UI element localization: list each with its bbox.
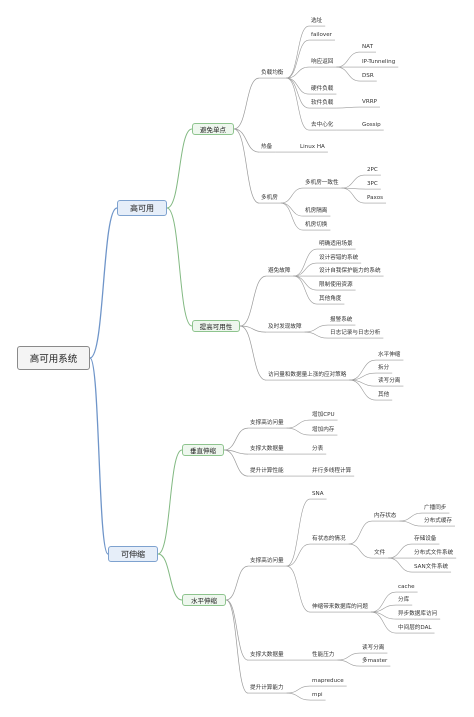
db-problem-label[interactable]: 伸缩带来数据库的问题 — [312, 604, 368, 610]
improve-availability-node[interactable]: 提高可用性 — [192, 320, 240, 332]
vertical-scaling-node[interactable]: 垂直伸缩 — [182, 444, 224, 456]
strategy-item-2[interactable]: 拆分 — [378, 365, 390, 371]
nat-label[interactable]: NAT — [362, 44, 373, 50]
scale-node[interactable]: 可伸缩 — [108, 546, 158, 562]
hardware-lb-label[interactable]: 硬件负载 — [311, 86, 334, 92]
linux-ha-label[interactable]: Linux HA — [300, 144, 325, 150]
multi-dc-consistency-label[interactable]: 多机房一致性 — [305, 180, 339, 186]
mapreduce-label[interactable]: mapreduce — [312, 678, 344, 684]
memory-state-label[interactable]: 内存状态 — [374, 513, 397, 519]
async-db-label[interactable]: 异步数据库访问 — [398, 611, 438, 617]
root-node[interactable]: 高可用系统 — [17, 346, 90, 370]
detect-fault-label[interactable]: 及时发现故障 — [268, 324, 302, 330]
v-compute-label[interactable]: 提升计算性能 — [250, 468, 284, 474]
v-access-label[interactable]: 支撑高访问量 — [250, 420, 284, 426]
avoid-fault-label[interactable]: 避免故障 — [268, 268, 291, 274]
h-compute-label[interactable]: 提升计算能力 — [250, 685, 284, 691]
avoid-single-point-node[interactable]: 避免单点 — [192, 123, 234, 135]
fault-item-4[interactable]: 限制使用资源 — [319, 282, 353, 288]
perf-pressure-label[interactable]: 性能压力 — [312, 652, 335, 658]
dc-switch-label[interactable]: 机房切换 — [305, 222, 328, 228]
dsr-label[interactable]: DSR — [362, 73, 374, 79]
parallel-label[interactable]: 并行多线程计算 — [312, 468, 352, 474]
cache-label[interactable]: cache — [398, 584, 415, 590]
distributed-cache-label[interactable]: 分布式缓存 — [424, 518, 452, 524]
ip-tunneling-label[interactable]: IP-Tunneling — [362, 59, 396, 65]
ha-node[interactable]: 高可用 — [117, 200, 167, 216]
add-memory-label[interactable]: 增加内存 — [312, 427, 335, 433]
failover-label[interactable]: failover — [311, 32, 332, 38]
alarm-system-label[interactable]: 报警系统 — [330, 317, 353, 323]
response-label[interactable]: 响应返回 — [311, 59, 334, 65]
select-label[interactable]: 选址 — [311, 18, 323, 24]
multi-dc-label[interactable]: 多机房 — [261, 195, 278, 201]
software-lb-label[interactable]: 软件负载 — [311, 100, 334, 106]
paxos-label[interactable]: Paxos — [367, 195, 384, 201]
sna-label[interactable]: SNA — [312, 491, 324, 497]
horizontal-scaling-node[interactable]: 水平伸缩 — [182, 594, 226, 606]
log-analysis-label[interactable]: 日志记录与日志分析 — [330, 330, 381, 336]
traffic-strategy-label[interactable]: 访问量和数据量上涨的应对策略 — [268, 372, 347, 378]
mpi-label[interactable]: mpi — [312, 692, 323, 698]
multi-master-label[interactable]: 多master — [362, 658, 388, 664]
fault-item-5[interactable]: 其他角度 — [319, 296, 342, 302]
storage-device-label[interactable]: 存储设备 — [414, 536, 437, 542]
dal-label[interactable]: 中间层的DAL — [398, 625, 432, 631]
broadcast-sync-label[interactable]: 广播同步 — [424, 505, 447, 511]
gossip-label[interactable]: Gossip — [362, 122, 381, 128]
san-label[interactable]: SAN文件系统 — [414, 564, 449, 570]
strategy-item-1[interactable]: 水平伸缩 — [378, 352, 401, 358]
v-bigdata-label[interactable]: 支撑大数据量 — [250, 446, 284, 452]
rw-split-label[interactable]: 读写分离 — [362, 645, 385, 651]
3pc-label[interactable]: 3PC — [367, 181, 378, 187]
dc-isolation-label[interactable]: 机房隔离 — [305, 208, 328, 214]
vrrp-label[interactable]: VRRP — [362, 99, 377, 105]
decentralized-label[interactable]: 去中心化 — [311, 122, 334, 128]
split-table-label[interactable]: 分表 — [312, 446, 324, 452]
dfs-label[interactable]: 分布式文件系统 — [414, 550, 454, 556]
stateful-label[interactable]: 有状态的情况 — [312, 536, 346, 542]
add-cpu-label[interactable]: 增加CPU — [312, 412, 335, 418]
fault-item-2[interactable]: 设计容错的系统 — [319, 255, 359, 261]
split-db-label[interactable]: 分库 — [398, 597, 410, 603]
hot-standby-label[interactable]: 热备 — [261, 144, 273, 150]
strategy-item-4[interactable]: 其他 — [378, 392, 390, 398]
fault-item-3[interactable]: 设计自我保护能力的系统 — [319, 268, 381, 274]
2pc-label[interactable]: 2PC — [367, 167, 378, 173]
file-label[interactable]: 文件 — [374, 550, 386, 556]
h-access-label[interactable]: 支撑高访问量 — [250, 558, 284, 564]
h-bigdata-label[interactable]: 支撑大数据量 — [250, 652, 284, 658]
load-balance-label[interactable]: 负载均衡 — [261, 70, 284, 76]
strategy-item-3[interactable]: 读写分离 — [378, 378, 401, 384]
fault-item-1[interactable]: 明确适用场景 — [319, 241, 353, 247]
